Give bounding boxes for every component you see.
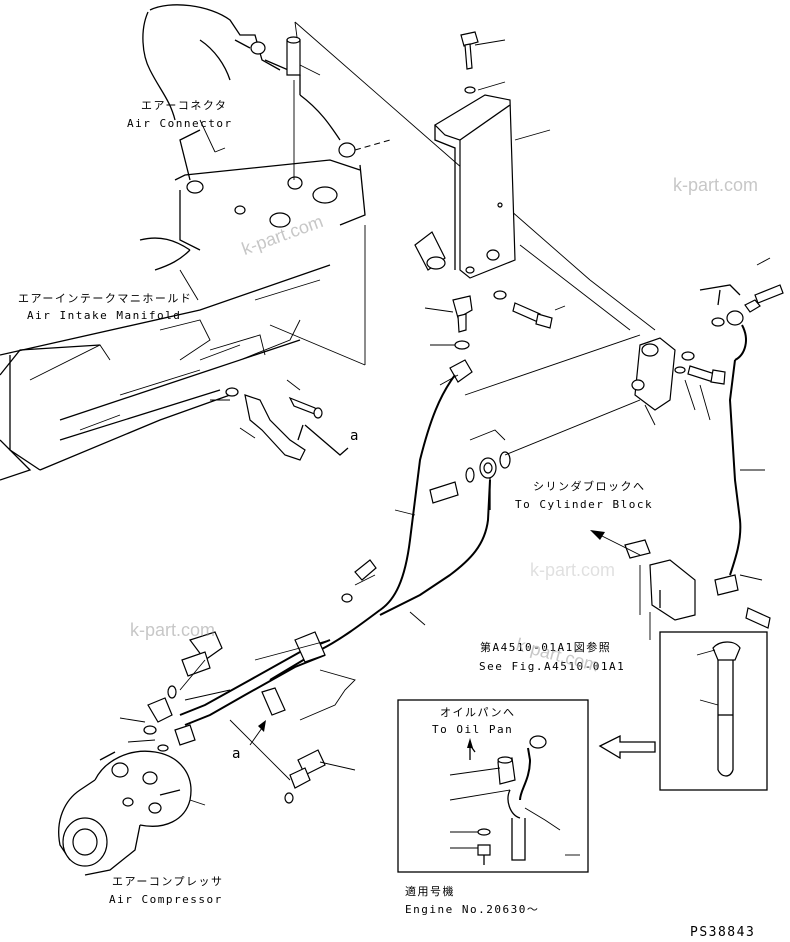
mounting-plate [269, 21, 656, 396]
union-fitting-left [179, 631, 223, 691]
bolt-mid-left [341, 559, 377, 603]
cylinder-block-label-jp: シリンダブロックへ [533, 480, 646, 493]
air-connector-label-en: Air Connector [127, 117, 233, 130]
ref-letter-a-bottom: a [232, 746, 242, 762]
leader-lines [179, 64, 321, 439]
cylinder-block-label-en: To Cylinder Block [515, 498, 654, 511]
air-pipe-second [379, 479, 491, 626]
intake-manifold [0, 264, 331, 481]
bracket-right-mid [624, 539, 771, 640]
banjo-fitting [429, 399, 641, 510]
arrow-to-detail [598, 734, 656, 760]
engine-block [139, 4, 391, 271]
intake-manifold-label-jp: エアーインテークマニホールド [18, 292, 193, 305]
air-compressor-label-en: Air Compressor [109, 893, 223, 906]
see-fig-label-jp: 第A4510-01A1図参照 [480, 641, 612, 654]
ref-letter-a-top: a [350, 428, 360, 444]
watermark: k-part.com [530, 560, 616, 580]
arrow-cylinder-block [590, 530, 641, 556]
vertical-bracket [434, 94, 551, 279]
bracket-a-top [225, 387, 349, 461]
detail-box-right [659, 631, 768, 791]
oil-pan-label-en: To Oil Pan [432, 723, 514, 736]
ref-leaders [249, 720, 266, 746]
air-connector-label-jp: エアーコネクタ [141, 99, 228, 112]
watermark: k-part.com [673, 175, 759, 195]
connector-block-right [631, 337, 726, 426]
part-code: PS38843 [690, 925, 756, 940]
spacer-tube [286, 36, 301, 180]
union-fitting-lower [284, 749, 356, 804]
air-compressor-label-jp: エアーコンプレッサ [112, 875, 224, 888]
air-pipe-main [269, 374, 456, 681]
air-compressor [58, 750, 206, 876]
watermark: k-part.com [130, 620, 216, 640]
engine-no-label: Engine No.20630～ [405, 903, 540, 916]
compressor-lines [119, 631, 356, 781]
intake-manifold-label-en: Air Intake Manifold [27, 309, 182, 322]
oil-pan-label-jp: オイルパンへ [440, 706, 516, 719]
spacer-center [414, 231, 446, 271]
pipe-right [699, 257, 784, 581]
applicable-label-jp: 適用号機 [405, 885, 455, 898]
detail-box-left [397, 699, 589, 873]
bolt-set-right [493, 290, 566, 329]
bolt-top [460, 31, 506, 94]
see-fig-label-en: See Fig.A4510-01A1 [479, 660, 626, 673]
connector-center [424, 295, 473, 386]
